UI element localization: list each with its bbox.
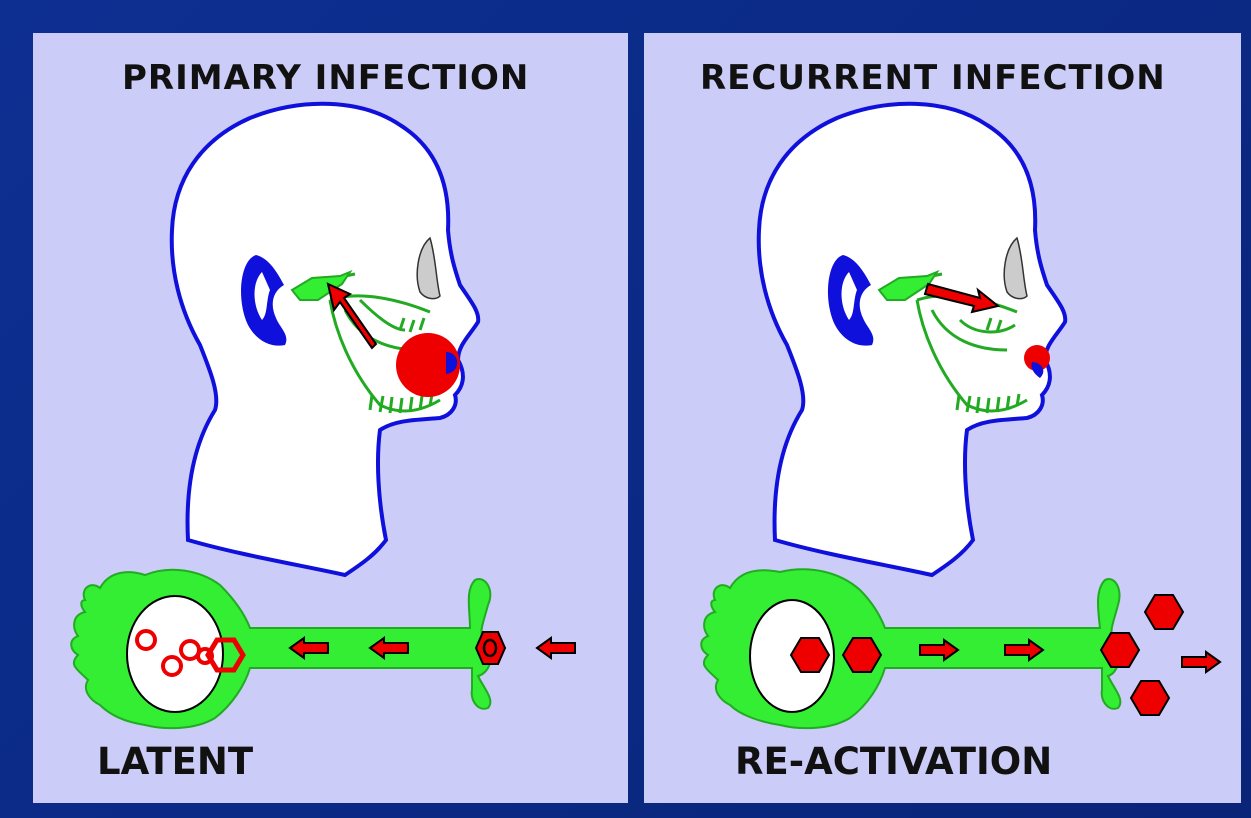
reactivation-label: RE-ACTIVATION	[735, 740, 1052, 783]
primary-infection-title: PRIMARY INFECTION	[122, 58, 529, 98]
head-primary	[172, 104, 479, 575]
neuron-latent	[71, 570, 575, 728]
head-recurrent	[759, 104, 1066, 575]
latent-label: LATENT	[97, 740, 253, 783]
neuron-reactivation	[701, 569, 1220, 728]
recurrent-infection-title: RECURRENT INFECTION	[700, 58, 1166, 98]
